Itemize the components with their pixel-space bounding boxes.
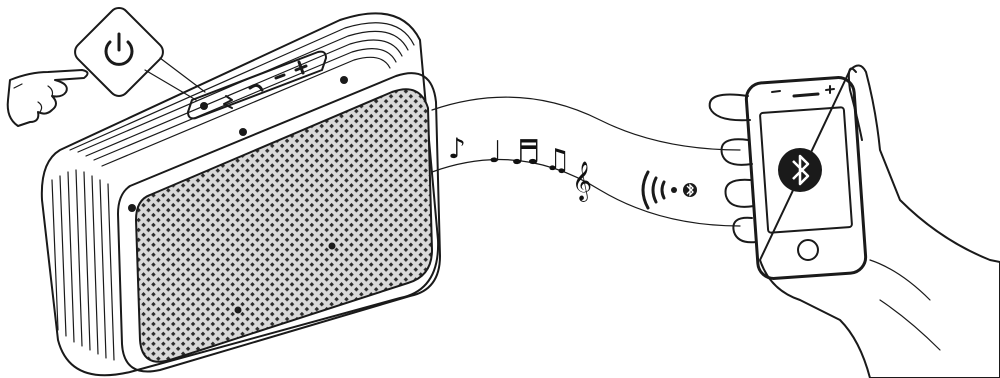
treble-clef-icon: 𝄞 <box>572 161 592 202</box>
screw <box>340 76 348 84</box>
control-strip <box>188 52 326 119</box>
screw <box>239 128 247 136</box>
power-key-icon <box>200 102 208 110</box>
earpiece <box>794 94 818 96</box>
screw <box>235 307 242 314</box>
bluetooth-icon <box>778 148 822 192</box>
screw <box>128 204 136 212</box>
music-note-icon: ♪ <box>448 132 466 165</box>
volume-key-minus <box>772 91 780 92</box>
bluetooth-speaker <box>42 13 450 378</box>
pointing-hand <box>8 70 88 126</box>
wireless-signal-icon <box>643 172 677 208</box>
phone-in-hand <box>710 65 1000 378</box>
audio-stream: ♪ ♩ ♬ ♫ 𝄞 <box>432 97 740 226</box>
volume-key-plus <box>826 86 834 93</box>
power-button-callout <box>71 4 205 100</box>
power-icon <box>106 34 132 64</box>
speaker-grille <box>120 70 450 378</box>
screw <box>329 243 336 250</box>
music-note-icon: ♫ <box>544 143 571 178</box>
music-note-icon: ♬ <box>510 133 540 173</box>
smartphone <box>745 76 866 279</box>
bluetooth-icon <box>683 183 697 197</box>
home-button <box>798 240 818 260</box>
music-note-icon: ♩ <box>488 135 502 170</box>
phone-key-icon <box>250 85 262 90</box>
